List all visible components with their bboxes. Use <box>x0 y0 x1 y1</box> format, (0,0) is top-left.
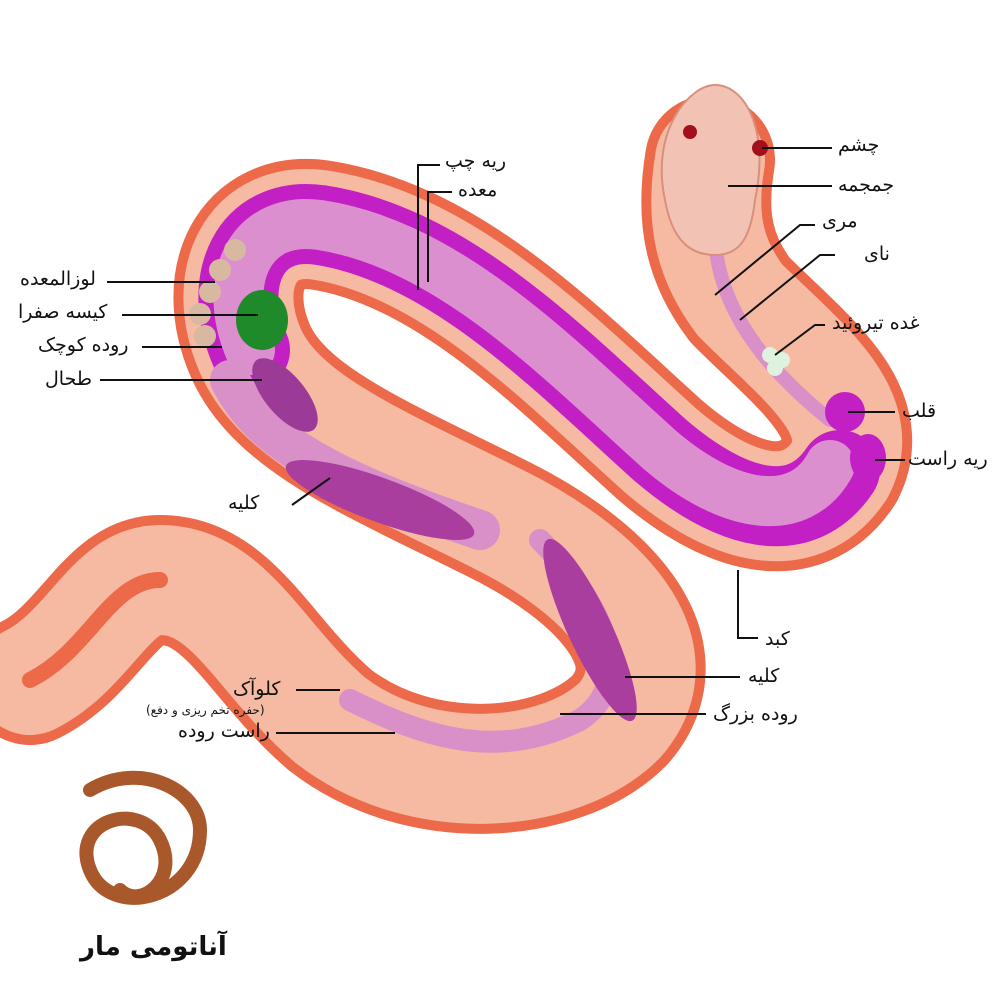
label-thyroid: غده تیروئید <box>832 312 920 334</box>
label-small-intestine: روده کوچک <box>38 334 129 356</box>
label-kidney-right: کلیه <box>748 665 780 687</box>
label-rectum: راست روده <box>178 720 270 742</box>
eye-left <box>683 125 697 139</box>
heart-organ <box>825 392 865 432</box>
esophagus-organ <box>708 233 837 427</box>
label-spleen: طحال <box>45 368 92 390</box>
label-eye: چشم <box>838 134 880 156</box>
label-cloaca: کلوآک <box>233 678 281 700</box>
label-left-lung: ریه چپ <box>445 150 507 172</box>
label-pancreas: لوزالمعده <box>20 268 96 290</box>
label-right-lung: ریه راست <box>908 448 988 470</box>
label-cloaca-note: (حفره تخم ریزی و دفع) <box>146 703 265 717</box>
photo-snake <box>79 770 208 905</box>
kidney-right-organ <box>543 538 637 722</box>
pancreas-organ <box>189 239 246 347</box>
spleen-organ <box>252 358 318 432</box>
leader-lines <box>100 147 905 734</box>
eye-right <box>752 140 768 156</box>
right-lung-organ <box>850 434 886 482</box>
gallbladder-organ <box>236 290 288 350</box>
page-title: آناتومی مار <box>80 932 227 962</box>
label-esophagus: مری <box>822 210 858 232</box>
label-gallbladder: کیسه صفرا <box>18 301 108 323</box>
label-heart: قلب <box>902 400 937 422</box>
label-trachea: نای <box>864 243 890 265</box>
label-skull: جمجمه <box>838 174 895 196</box>
lung-stomach-organ <box>213 199 855 527</box>
kidney-left-organ <box>285 460 475 540</box>
label-liver: کبد <box>765 628 790 650</box>
label-large-intestine: روده بزرگ <box>713 703 798 725</box>
label-stomach: معده <box>458 179 498 201</box>
thyroid-organ <box>762 347 790 376</box>
label-kidney-left: کلیه <box>228 492 260 514</box>
